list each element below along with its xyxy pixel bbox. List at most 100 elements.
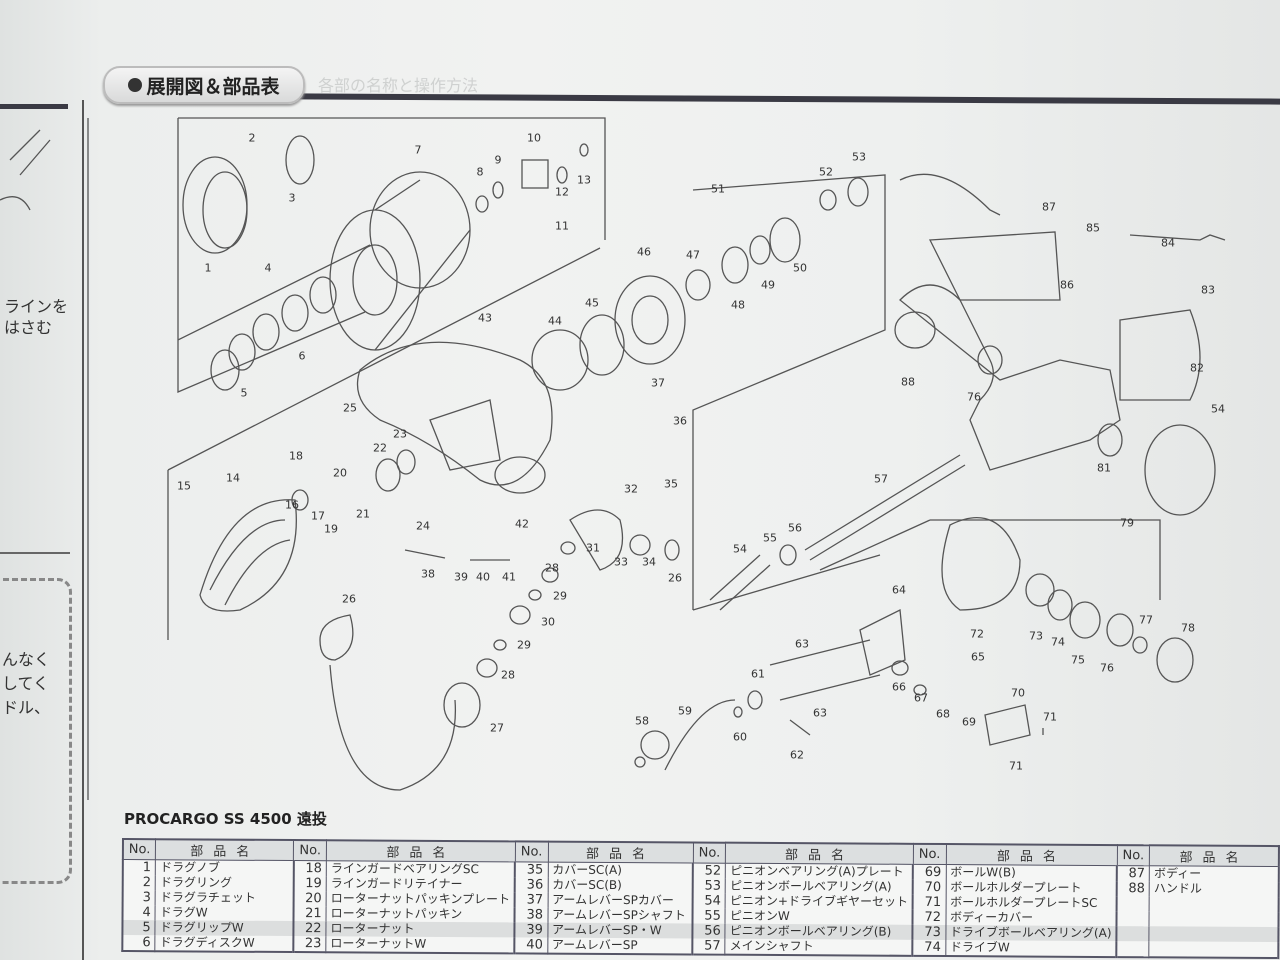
part-name: ドラグリップW [155, 920, 294, 937]
part-name: ピニオンボールベアリング(B) [725, 923, 913, 940]
part-callout: 71 [1043, 710, 1057, 724]
part-callout: 78 [1181, 621, 1195, 635]
part-callout: 20 [333, 466, 347, 480]
part-name: ドラグW [155, 905, 294, 922]
part-number: 37 [514, 892, 548, 908]
part-number: 57 [692, 938, 726, 955]
part-callout: 44 [548, 314, 562, 328]
part-name: ドラグノブ [155, 859, 294, 877]
part-callout: 23 [393, 427, 407, 441]
part-callout: 29 [553, 589, 567, 603]
part-callout: 70 [1011, 686, 1025, 700]
column-header-name: 部品名 [1149, 845, 1279, 867]
part-callout: 22 [373, 441, 387, 455]
column-header-name: 部品名 [945, 844, 1118, 866]
part-callout: 21 [356, 507, 370, 521]
part-number: 39 [514, 922, 548, 938]
part-callout: 6 [298, 349, 306, 363]
part-callout: 35 [664, 477, 678, 491]
part-name [1149, 896, 1279, 913]
part-callout: 86 [1060, 278, 1074, 292]
line-roller-cover [199, 499, 297, 612]
part-callout: 33 [614, 555, 628, 569]
part-name: カバーSC(B) [547, 877, 693, 894]
part-callout: 25 [343, 401, 357, 415]
part-callout: 17 [311, 509, 325, 523]
column-header-no: No. [1116, 845, 1150, 866]
part-number: 72 [912, 909, 946, 926]
body-leg [928, 231, 1061, 301]
part-callout: 2 [248, 131, 256, 145]
part-name: ローターナットW [325, 936, 515, 954]
part-callout: 32 [624, 482, 638, 496]
part-number: 4 [122, 905, 156, 921]
bullet-icon [128, 78, 143, 92]
part-number: 55 [692, 908, 726, 924]
part-callout: 51 [711, 182, 725, 196]
part-callout: 46 [637, 245, 651, 259]
part-name [1149, 911, 1279, 928]
part-callout: 59 [678, 704, 692, 718]
part-number: 88 [1116, 881, 1150, 897]
part-number: 70 [913, 879, 946, 896]
body [899, 284, 1121, 471]
part-callout: 63 [813, 706, 827, 720]
part-callout: 54 [733, 542, 747, 556]
part-callout: 24 [416, 519, 430, 533]
part-callout: 84 [1161, 236, 1175, 250]
rotor-plate [531, 329, 589, 391]
part-callout: 81 [1097, 461, 1111, 475]
part-callout: 62 [790, 748, 804, 762]
part-name: ローターナットパッキン [326, 906, 515, 923]
oscillation-slider [859, 608, 906, 676]
pinion [709, 554, 771, 611]
part-callout: 40 [476, 570, 490, 584]
part-number: 18 [293, 860, 327, 877]
part-name: ピニオンボールベアリング(A) [725, 878, 914, 895]
column-header-no: No. [693, 842, 726, 864]
part-number: 22 [293, 921, 327, 937]
part-callout: 19 [324, 522, 338, 536]
drag-knob-inner [202, 171, 248, 249]
part-callout: 4 [264, 261, 272, 275]
drag-ratchet [285, 135, 315, 185]
part-number: 71 [912, 894, 946, 911]
part-callout: 30 [541, 615, 555, 629]
part-callout: 73 [1029, 629, 1043, 643]
section-title-text: 展開図＆部品表 [146, 75, 280, 98]
part-callout: 56 [788, 521, 802, 535]
part-number: 20 [293, 891, 327, 907]
part-callout: 76 [1100, 661, 1114, 675]
part-number: 74 [912, 939, 946, 957]
arm-lever [569, 509, 624, 571]
part-name: ピニオンW [725, 908, 913, 925]
left-page-text: してく [2, 674, 50, 693]
model-title: PROCARGO SS 4500 遠投 [124, 810, 327, 828]
part-callout: 87 [1042, 200, 1056, 214]
part-number: 53 [692, 878, 726, 894]
section-title: 展開図＆部品表 [103, 66, 305, 104]
column-header-no: No. [122, 839, 156, 860]
part-number: 5 [122, 920, 156, 936]
part-callout: 76 [967, 390, 981, 404]
body-cover-side [1119, 309, 1201, 401]
part-callout: 9 [494, 153, 502, 167]
part-name: アームレバーSP・W [547, 922, 693, 939]
part-callout: 10 [527, 131, 541, 145]
part-callout: 31 [586, 541, 600, 555]
part-number: 40 [514, 937, 548, 954]
part-callout: 5 [240, 386, 248, 400]
part-callout: 61 [751, 667, 765, 681]
part-callout: 60 [733, 730, 747, 744]
drive-gear [1144, 424, 1216, 516]
body-cover [941, 517, 1021, 611]
part-name: ドラグラチェット [155, 890, 294, 907]
left-page-text: ドル、 [2, 698, 51, 717]
part-callout: 29 [517, 638, 531, 652]
part-callout: 58 [635, 714, 649, 728]
part-callout: 28 [545, 561, 559, 575]
part-name: ローターナット [325, 921, 515, 938]
part-number: 35 [515, 861, 548, 878]
column-header-name: 部品名 [326, 840, 516, 862]
